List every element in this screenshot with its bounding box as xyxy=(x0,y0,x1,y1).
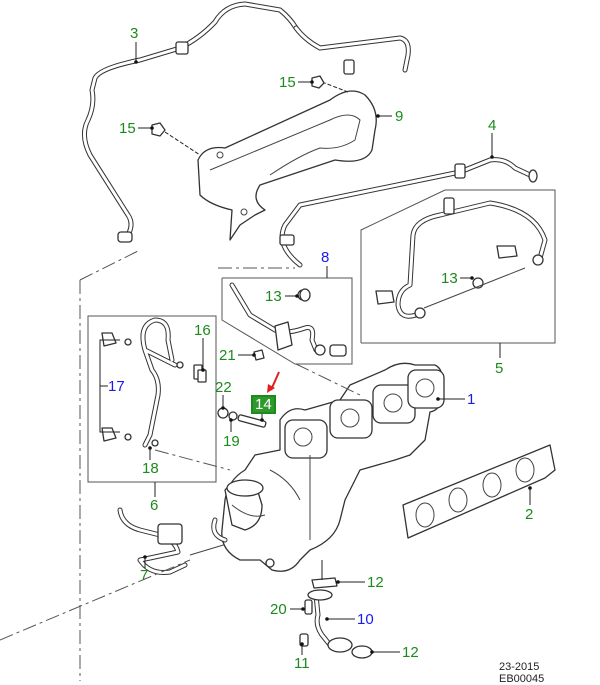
part-5-group-frame xyxy=(360,189,556,358)
part-1-manifold-turbo[interactable] xyxy=(211,362,445,572)
part-21-bolt[interactable] xyxy=(253,349,265,361)
callout-13-group5[interactable]: 13 xyxy=(441,270,458,287)
callout-19[interactable]: 19 xyxy=(223,433,240,450)
callout-15-left[interactable]: 15 xyxy=(119,120,136,137)
callout-17[interactable]: 17 xyxy=(108,378,125,395)
callout-1[interactable]: 1 xyxy=(467,391,476,408)
part-3-pipe[interactable] xyxy=(82,1,411,243)
callout-14-highlighted[interactable]: 14 xyxy=(251,395,276,414)
callout-13-group8[interactable]: 13 xyxy=(265,288,282,305)
part-9-heat-shield[interactable] xyxy=(164,81,377,241)
pointer-arrow-icon xyxy=(267,371,280,393)
part-10-oil-pipe[interactable] xyxy=(307,589,353,653)
callout-16[interactable]: 16 xyxy=(194,322,211,339)
callout-2[interactable]: 2 xyxy=(525,506,534,523)
part-13-washer-8[interactable] xyxy=(299,288,311,302)
callout-3[interactable]: 3 xyxy=(130,25,139,42)
section-number: 23-2015 xyxy=(499,661,540,673)
part-7-hose[interactable] xyxy=(117,507,241,575)
callout-18[interactable]: 18 xyxy=(142,460,159,477)
part-15-bolt-left[interactable] xyxy=(151,122,166,137)
part-6-group-frame xyxy=(79,280,217,681)
figure-id: EB00045 xyxy=(499,673,545,685)
callout-5[interactable]: 5 xyxy=(495,360,504,377)
callout-8[interactable]: 8 xyxy=(321,249,330,266)
callout-10[interactable]: 10 xyxy=(357,611,374,628)
callout-11[interactable]: 11 xyxy=(294,655,310,672)
callout-20[interactable]: 20 xyxy=(270,601,287,618)
part-12-gasket-bottom[interactable] xyxy=(351,645,373,659)
callout-7[interactable]: 7 xyxy=(140,567,149,584)
part-4-hose[interactable] xyxy=(279,157,538,268)
part-15-bolt-top[interactable] xyxy=(311,75,325,89)
part-14-stud[interactable] xyxy=(237,414,267,428)
callout-15-top[interactable]: 15 xyxy=(279,74,296,91)
part-8-group-frame xyxy=(218,266,353,365)
part-5-pipe[interactable] xyxy=(375,197,548,319)
part-12-gasket-top[interactable] xyxy=(311,560,338,589)
part-20-bolt[interactable] xyxy=(304,599,313,615)
part-19-washer[interactable] xyxy=(228,411,238,421)
part-2-gasket[interactable] xyxy=(402,444,556,539)
callout-12-bottom[interactable]: 12 xyxy=(402,644,419,661)
assembly-guides xyxy=(0,249,361,641)
leader-lines xyxy=(99,42,532,655)
callout-9[interactable]: 9 xyxy=(395,108,404,125)
callout-12-top[interactable]: 12 xyxy=(367,574,384,591)
callout-6[interactable]: 6 xyxy=(150,497,159,514)
part-8-pipe[interactable] xyxy=(229,282,347,357)
part-16-bolt[interactable] xyxy=(197,369,207,383)
callout-21[interactable]: 21 xyxy=(219,347,236,364)
callout-22[interactable]: 22 xyxy=(215,379,232,396)
callout-4[interactable]: 4 xyxy=(488,117,497,134)
part-6-pipe[interactable] xyxy=(101,317,203,448)
